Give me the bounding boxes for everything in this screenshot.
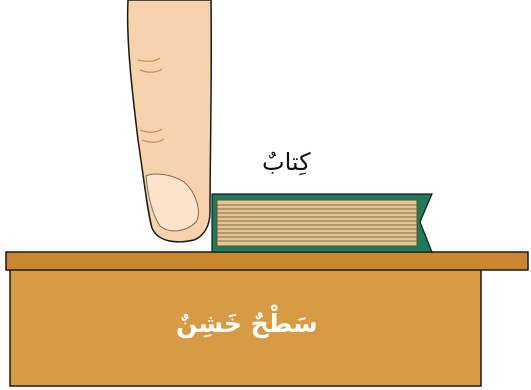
finger-icon (128, 0, 212, 242)
book-pages (217, 200, 417, 246)
surface-label: سَطْحٌ خَشِنٌ (176, 311, 318, 336)
table-top (6, 252, 528, 270)
book-label: كِتابٌ (262, 150, 311, 174)
book-icon (212, 194, 432, 252)
